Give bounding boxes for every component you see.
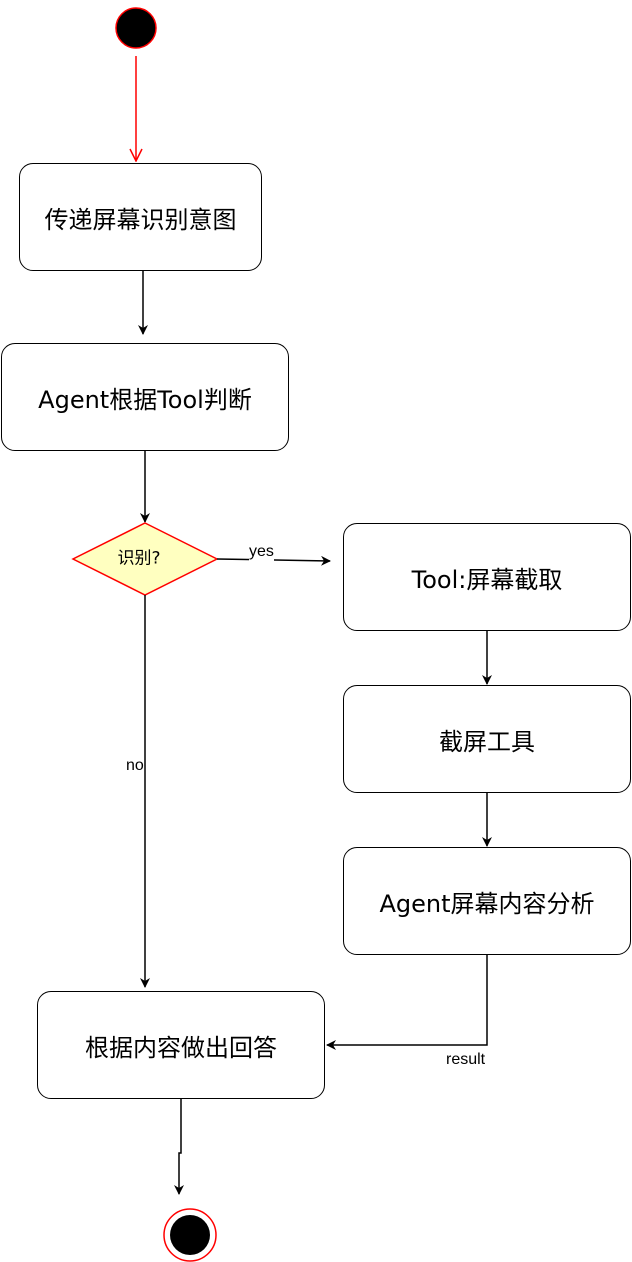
node-agent-judge: Agent根据Tool判断 <box>1 343 289 451</box>
node-tool-capture: Tool:屏幕截取 <box>343 523 631 631</box>
decision-label: 识别? <box>117 548 161 569</box>
edge-label-result: result <box>446 1051 486 1069</box>
arrow-result <box>326 955 488 1050</box>
edge-label-yes: yes <box>249 543 274 561</box>
edge-label-no: no <box>126 757 144 775</box>
node-screenshot-tool: 截屏工具 <box>343 685 631 793</box>
arrow-answer-to-end <box>174 1099 184 1195</box>
node-agent-analyze: Agent屏幕内容分析 <box>343 847 631 955</box>
node-recognize-intent: 传递屏幕识别意图 <box>19 163 262 271</box>
end-node-core <box>170 1215 210 1255</box>
start-node <box>115 7 157 49</box>
node-answer: 根据内容做出回答 <box>37 991 325 1099</box>
